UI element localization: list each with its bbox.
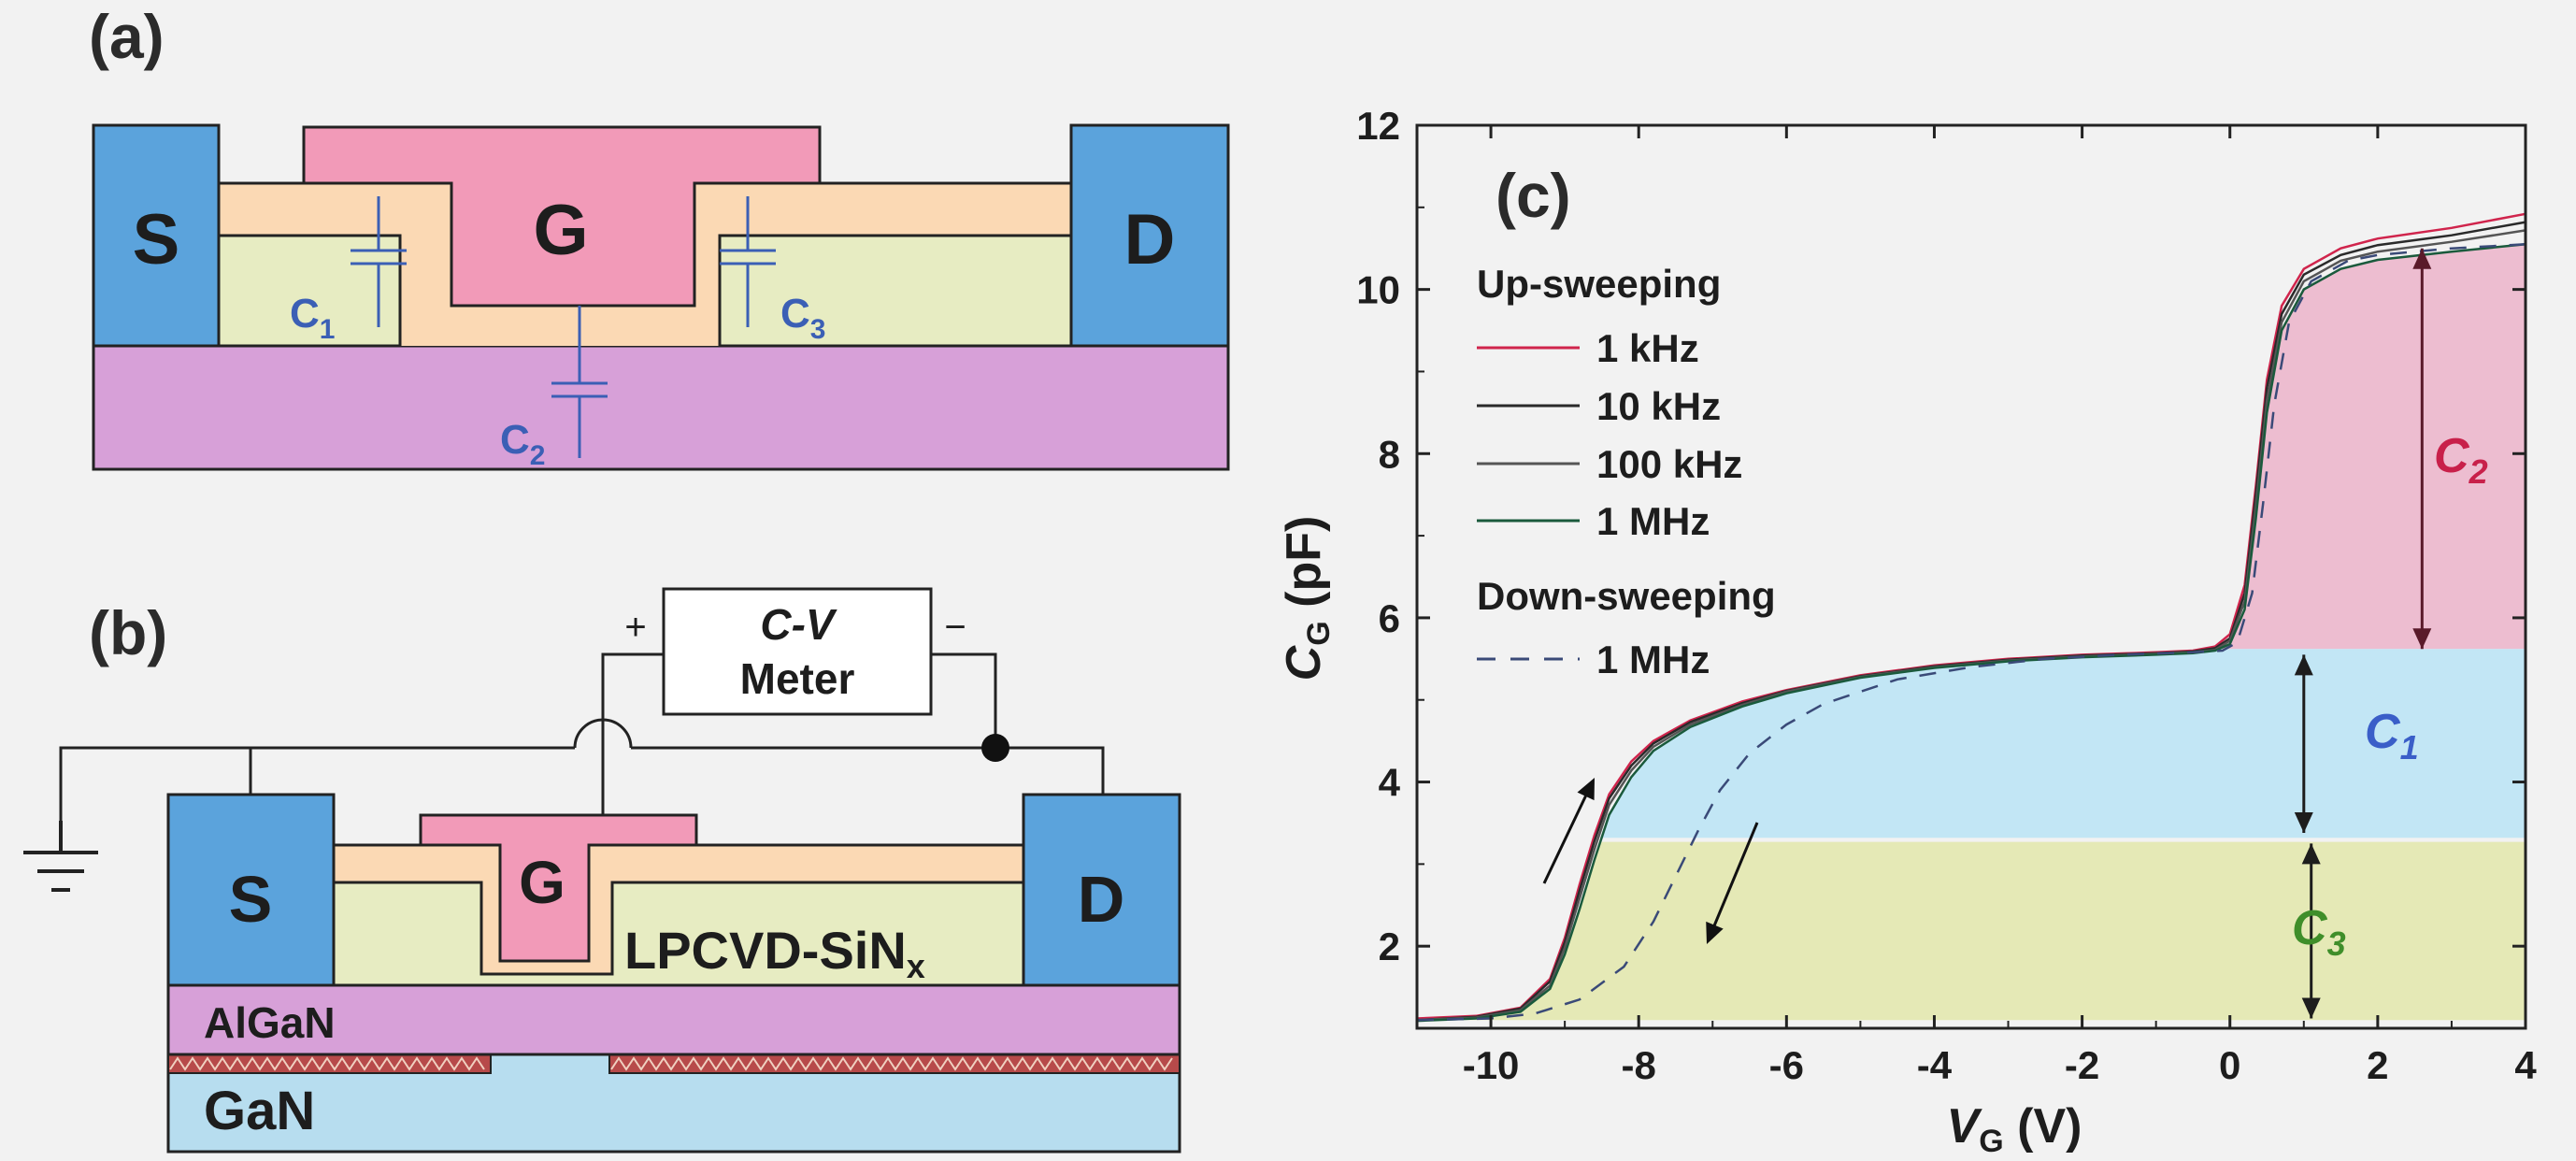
down-sweep-arrow [1709,822,1759,936]
c3-span-arrow-head-bottom [2301,997,2321,1019]
legend: Up-sweeping 1 kHz 10 kHz 100 kHz 1 MHz D… [1477,262,1776,681]
panel-c-label: (c) [1496,161,1571,230]
barrier-layer [92,344,1230,471]
cv-meter-title: C-V [760,600,837,649]
capacitor-c2-symbol [551,306,608,458]
source-electrode-b [166,793,336,987]
legend-down-title: Down-sweeping [1477,574,1776,618]
x-tick-label: -4 [1917,1043,1953,1087]
junction-dot [981,734,1009,762]
cv-meter-subtitle: Meter [740,654,855,703]
source-electrode [92,123,221,348]
panel-b: (b) C-V Meter + − GaN [23,587,1181,1154]
y-tick-label: 6 [1379,596,1400,640]
c1-span-arrow-head-top [2294,654,2313,676]
capacitor-c1-symbol [351,196,407,327]
cv-meter-box [662,587,933,716]
drain-label: D [1124,200,1176,280]
c3-label: C3 [780,291,825,345]
c2-span-arrow-head-bottom [2412,628,2432,650]
gate-label-b: G [519,849,565,916]
annotation-arrows [1542,248,2432,1019]
x-tick-label: 4 [2514,1043,2537,1087]
legend-item-down-1mhz: 1 MHz [1596,638,1710,681]
region-c3 [1438,841,2526,1021]
up-sweep-arrow-head [1577,778,1595,801]
algan-label: AlGaN [204,998,336,1047]
y-axis-label: CG (pF) [1277,516,1337,681]
drain-label-b: D [1078,863,1125,936]
gate-electrode [302,125,822,308]
legend-item-10khz: 10 kHz [1596,384,1721,428]
legend-item-1khz: 1 kHz [1596,326,1699,370]
algan-layer [166,983,1181,1056]
circuit-wiring [59,652,1105,821]
x-tick-label: -8 [1622,1043,1656,1087]
x-tick-label: 2 [2367,1043,2388,1087]
legend-item-1mhz: 1 MHz [1596,499,1710,543]
2deg-channel [167,1054,1181,1074]
legend-item-100khz: 100 kHz [1596,442,1742,486]
cv-chart: -10 -8 -6 -4 -2 0 2 4 2 4 6 8 10 12 (c) Up-sweeping 1… [1277,104,2537,1159]
legend-up-title: Up-sweeping [1477,262,1721,306]
y-tick-label: 10 [1356,268,1400,312]
x-tick-label: -10 [1463,1043,1520,1087]
x-tick-label: 0 [2219,1043,2240,1087]
gate-electrode-b [419,813,698,963]
region-c3-label: C3 [2292,901,2346,963]
plot-frame [1415,123,2527,1030]
c1-label: C1 [290,291,335,345]
region-c1-label: C1 [2365,705,2419,767]
c2-label: C2 [500,417,545,471]
region-c1 [1601,649,2526,838]
drain-electrode [1069,123,1230,348]
series-up-1mhz [1416,243,2526,1023]
y-tick-label: 2 [1379,924,1400,968]
gan-label: GaN [204,1081,315,1141]
c3-span-arrow-head-top [2301,843,2321,865]
meter-plus-sign: + [624,607,646,648]
capacitor-c3-symbol [720,196,776,327]
source-label-b: S [229,863,273,936]
panel-b-label: (b) [89,598,167,667]
panel-a-label: (a) [89,2,165,71]
x-tick-label: -2 [2065,1043,2099,1087]
meter-minus-sign: − [944,607,966,648]
down-sweep-arrow-head [1706,921,1724,944]
up-sweep-arrow [1542,784,1593,884]
source-label: S [133,200,180,280]
gate-label: G [533,191,588,270]
cv-curves [1416,212,2526,1023]
panel-a: (a) G S D C1 C3 [89,2,1230,471]
y-tick-label: 8 [1379,432,1400,476]
series-down-1mhz [1416,243,2526,1022]
region-c2 [2222,244,2526,650]
drain-electrode-b [1022,793,1181,987]
region-c2-label: C2 [2434,429,2488,491]
capacitance-regions [1438,244,2526,1021]
x-axis-label: VG (V) [1947,1099,2082,1159]
axis-ticks: -10 -8 -6 -4 -2 0 2 4 2 4 6 8 10 12 [1356,104,2537,1087]
y-tick-label: 12 [1356,104,1400,148]
sin-label: LPCVD-SiNx [624,921,925,985]
y-tick-label: 4 [1379,761,1401,805]
ground-icon [23,821,98,892]
x-tick-label: -6 [1769,1043,1804,1087]
c2-span-arrow-head-top [2412,248,2432,269]
c1-span-arrow-head-bottom [2294,811,2313,833]
